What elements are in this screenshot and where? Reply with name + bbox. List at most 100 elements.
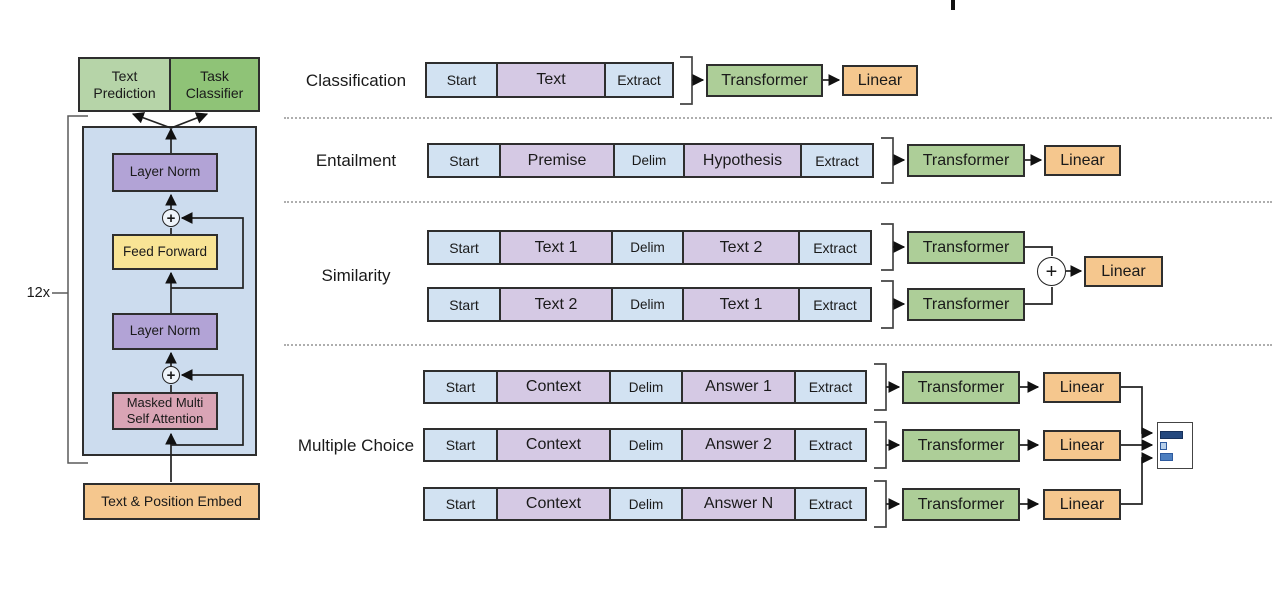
token-extract: Extract [800,143,874,178]
token-delim: Delim [611,287,684,322]
similarity-input-strip-2: Start Text 2 Delim Text 1 Extract [427,287,872,322]
bracket-classification [680,56,693,105]
token-context: Context [496,428,611,462]
embed-box: Text & Position Embed [83,483,260,520]
classification-label: Classification [305,71,407,90]
token-answer2: Answer 2 [681,428,796,462]
entailment-linear-box: Linear [1044,145,1121,176]
bracket-choice-1 [874,363,887,411]
score-bar-2 [1160,442,1167,450]
bracket-similarity-1 [881,223,894,271]
token-extract: Extract [794,428,867,462]
classification-linear-box: Linear [842,65,918,96]
token-start: Start [423,487,498,521]
choice-transformer-box-3: Transformer [902,488,1020,521]
token-answerN: Answer N [681,487,796,521]
layer-norm-top-label: Layer Norm [129,164,201,180]
embed-label: Text & Position Embed [101,493,242,510]
token-text2: Text 2 [682,230,800,265]
choice-input-strip-1: Start Context Delim Answer 1 Extract [423,370,867,404]
token-delim: Delim [613,143,685,178]
arrow-to-text-prediction [131,112,172,129]
plus-glyph: + [166,209,176,227]
token-hypothesis: Hypothesis [683,143,802,178]
token-text2: Text 2 [499,287,613,322]
plus-glyph: + [1045,260,1058,283]
cursor-artifact [951,0,955,10]
wire-choice1-to-scores [1121,386,1154,439]
choice-linear-box-1: Linear [1043,372,1121,403]
separator-1 [284,117,1272,119]
token-start: Start [425,62,498,98]
token-context: Context [496,370,611,404]
separator-3 [284,344,1272,346]
classification-input-strip: Start Text Extract [425,62,674,98]
token-start: Start [427,143,501,178]
token-context: Context [496,487,611,521]
bracket-choice-3 [874,480,887,528]
token-start: Start [423,370,498,404]
token-start: Start [427,287,501,322]
choice-linear-box-2: Linear [1043,430,1121,461]
choice-transformer-box-2: Transformer [902,429,1020,462]
residual-loop-bottom [171,369,244,446]
feed-forward-label: Feed Forward [122,243,208,259]
token-start: Start [427,230,501,265]
layer-norm-bottom-label: Layer Norm [129,323,201,339]
bracket-choice-2 [874,421,887,469]
entailment-transformer-box: Transformer [907,144,1025,177]
entailment-input-strip: Start Premise Delim Hypothesis Extract [427,143,874,178]
token-extract: Extract [794,487,867,521]
separator-2 [284,201,1272,203]
similarity-label: Similarity [321,266,391,285]
answer-scores-icon [1157,422,1193,469]
bracket-similarity-2 [881,280,894,329]
token-delim: Delim [609,370,683,404]
choice-input-strip-3: Start Context Delim Answer N Extract [423,487,867,521]
token-extract: Extract [798,287,872,322]
loop-count-label: 12x [26,285,50,301]
task-classifier-box: Task Classifier [169,57,260,112]
bracket-entailment [881,137,894,184]
residual-add-top-icon: + [162,209,180,227]
token-extract: Extract [798,230,872,265]
token-delim: Delim [609,428,683,462]
similarity-add-icon: + [1037,257,1066,286]
plus-glyph: + [166,366,176,384]
wire-choice3-to-scores [1121,452,1154,505]
masked-attention-label: Masked Multi Self Attention [126,395,204,426]
token-premise: Premise [499,143,615,178]
similarity-transformer-box-2: Transformer [907,288,1025,321]
score-bar-1 [1160,431,1183,439]
task-classifier-label: Task Classifier [185,67,244,101]
text-prediction-label: Text Prediction [93,67,156,101]
12x-bracket [67,115,88,464]
line-similarity2-to-add [1025,287,1053,305]
layer-norm-top-box: Layer Norm [112,153,218,192]
residual-loop-top [171,212,244,289]
token-text: Text [496,62,606,98]
token-start: Start [423,428,498,462]
token-extract: Extract [604,62,674,98]
token-delim: Delim [611,230,684,265]
token-text1: Text 1 [499,230,613,265]
similarity-linear-box: Linear [1084,256,1163,287]
multiple-choice-label: Multiple Choice [297,436,415,455]
residual-add-bottom-icon: + [162,366,180,384]
arrow-to-task-classifier [170,112,209,129]
layer-norm-bottom-box: Layer Norm [112,313,218,350]
token-answer1: Answer 1 [681,370,796,404]
classification-transformer-box: Transformer [706,64,823,97]
token-text1: Text 1 [682,287,800,322]
choice-transformer-box-1: Transformer [902,371,1020,404]
token-delim: Delim [609,487,683,521]
entailment-label: Entailment [315,151,397,170]
score-bar-3 [1160,453,1173,461]
feed-forward-box: Feed Forward [112,234,218,270]
line-similarity1-to-add [1025,246,1053,256]
similarity-input-strip-1: Start Text 1 Delim Text 2 Extract [427,230,872,265]
similarity-transformer-box-1: Transformer [907,231,1025,264]
choice-input-strip-2: Start Context Delim Answer 2 Extract [423,428,867,462]
